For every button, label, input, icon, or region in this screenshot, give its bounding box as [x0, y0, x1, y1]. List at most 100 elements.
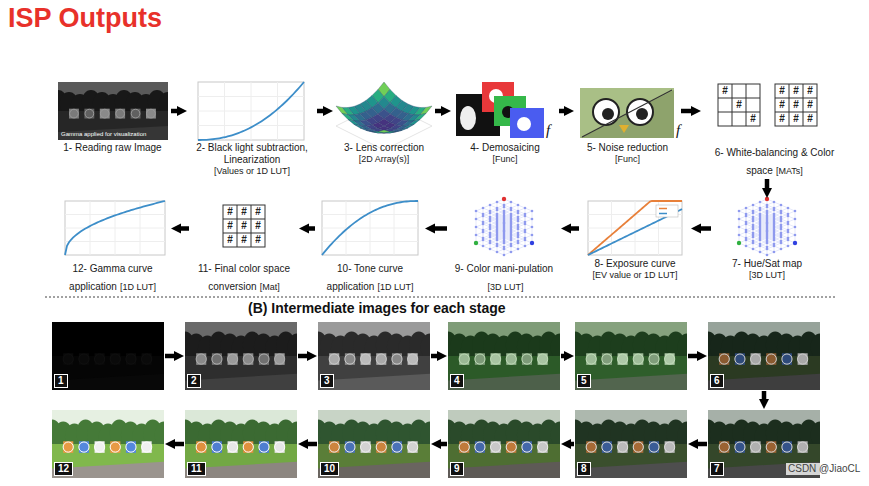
lattice-line: [767, 229, 768, 237]
target-ring: [522, 354, 532, 364]
lattice-point: [773, 251, 776, 254]
target-ring: [618, 442, 628, 452]
target-ring: [766, 442, 776, 452]
lattice-point: [475, 234, 478, 237]
target-ring: [70, 109, 79, 118]
grid-line: [322, 228, 418, 229]
target-ring: [459, 442, 469, 452]
lattice-point: [794, 226, 797, 229]
thumbnail-box: 9: [448, 410, 560, 478]
stage-number: 6: [710, 374, 724, 388]
curve-line: [65, 201, 165, 255]
target-board: [506, 353, 516, 365]
target-ring: [95, 442, 105, 452]
stage-parameter: [EV value or 1D LUT]: [580, 270, 690, 281]
target-ring: [665, 442, 675, 452]
lattice-point: [759, 251, 762, 254]
stage-box: 4- Demosaicing[Func]: [452, 80, 558, 165]
lattice-point: [752, 210, 755, 213]
stage-caption: 3- Lens correction: [334, 142, 434, 154]
target-board: [719, 353, 729, 365]
lattice-point: [752, 248, 755, 251]
lattice-point: [496, 251, 499, 254]
target-board: [475, 353, 485, 365]
stage-number: 11: [187, 462, 206, 476]
lattice-point: [482, 207, 485, 210]
function-symbol: f: [676, 121, 680, 139]
matrix-entry: #: [251, 233, 265, 247]
lattice-point: [745, 207, 748, 210]
stage-caption: 1- Reading raw Image: [55, 142, 170, 154]
owl-eye: [593, 99, 619, 125]
lens-surface: [336, 82, 432, 150]
target-board: [491, 441, 501, 453]
lattice-point: [510, 243, 513, 246]
photo-thumbnail: [575, 322, 687, 390]
stage-number: 10: [320, 462, 339, 476]
target-board: [798, 353, 808, 365]
photo-thumbnail: [185, 322, 297, 390]
grid-line: [140, 201, 141, 255]
lattice-point: [787, 237, 790, 240]
sky: [575, 410, 687, 478]
footpath: [185, 374, 297, 390]
target-board: [798, 441, 808, 453]
target-ring: [649, 442, 659, 452]
target-ring: [408, 442, 418, 452]
thumbnail-box: 11: [185, 410, 297, 478]
thumbnail-box: 12: [52, 410, 164, 478]
lattice-line: [774, 218, 775, 226]
footpath: [52, 374, 164, 390]
lattice-point: [773, 213, 776, 216]
matrix-entry: #: [251, 205, 265, 219]
lattice-point: [787, 213, 790, 216]
stage-caption: 5- Noise reduction: [575, 142, 680, 154]
flow-arrow: [431, 354, 441, 359]
target-ring: [392, 354, 402, 364]
target-ring: [766, 354, 776, 364]
footpath: [575, 462, 687, 478]
target-board: [69, 109, 79, 119]
footpath: [708, 374, 820, 390]
lattice-point: [510, 227, 513, 230]
target-ring: [110, 442, 120, 452]
target-ring: [126, 442, 136, 452]
photo-thumbnail: [575, 410, 687, 478]
lattice-point: [496, 219, 499, 222]
target-board: [408, 441, 418, 453]
photo-thumbnail: [448, 410, 560, 478]
target-board: [100, 109, 110, 119]
target-board: [618, 441, 628, 453]
lattice-point: [738, 242, 741, 245]
matrix-grid: [775, 84, 817, 126]
lattice-line: [497, 226, 498, 234]
lattice-point: [759, 243, 762, 246]
target-board: [275, 441, 285, 453]
stage-parameter: [Mat]: [260, 282, 280, 293]
stage-parameter: [Func]: [575, 154, 680, 165]
target-board: [79, 353, 89, 365]
surface-patch: [342, 113, 354, 121]
lattice-point: [496, 227, 499, 230]
lattice-point: [773, 227, 776, 230]
target-ring: [751, 442, 761, 452]
target-board: [538, 353, 548, 365]
target-board: [212, 353, 222, 365]
stage-number: 2: [187, 374, 201, 388]
lut-cube: [737, 197, 797, 256]
lattice-point: [738, 210, 741, 213]
lattice-point: [752, 216, 755, 219]
flow-arrow: [688, 354, 701, 359]
footpath: [448, 462, 560, 478]
target-ring: [110, 354, 120, 364]
target-board: [196, 441, 206, 453]
lattice-point: [503, 254, 506, 257]
lut-cube: [474, 197, 534, 256]
stage-caption: 8- Exposure curve: [580, 258, 690, 270]
lattice-point: [766, 246, 769, 249]
stage-number: 7: [710, 462, 724, 476]
target-ring: [212, 442, 222, 452]
target-board: [126, 441, 136, 453]
target-board: [735, 353, 745, 365]
